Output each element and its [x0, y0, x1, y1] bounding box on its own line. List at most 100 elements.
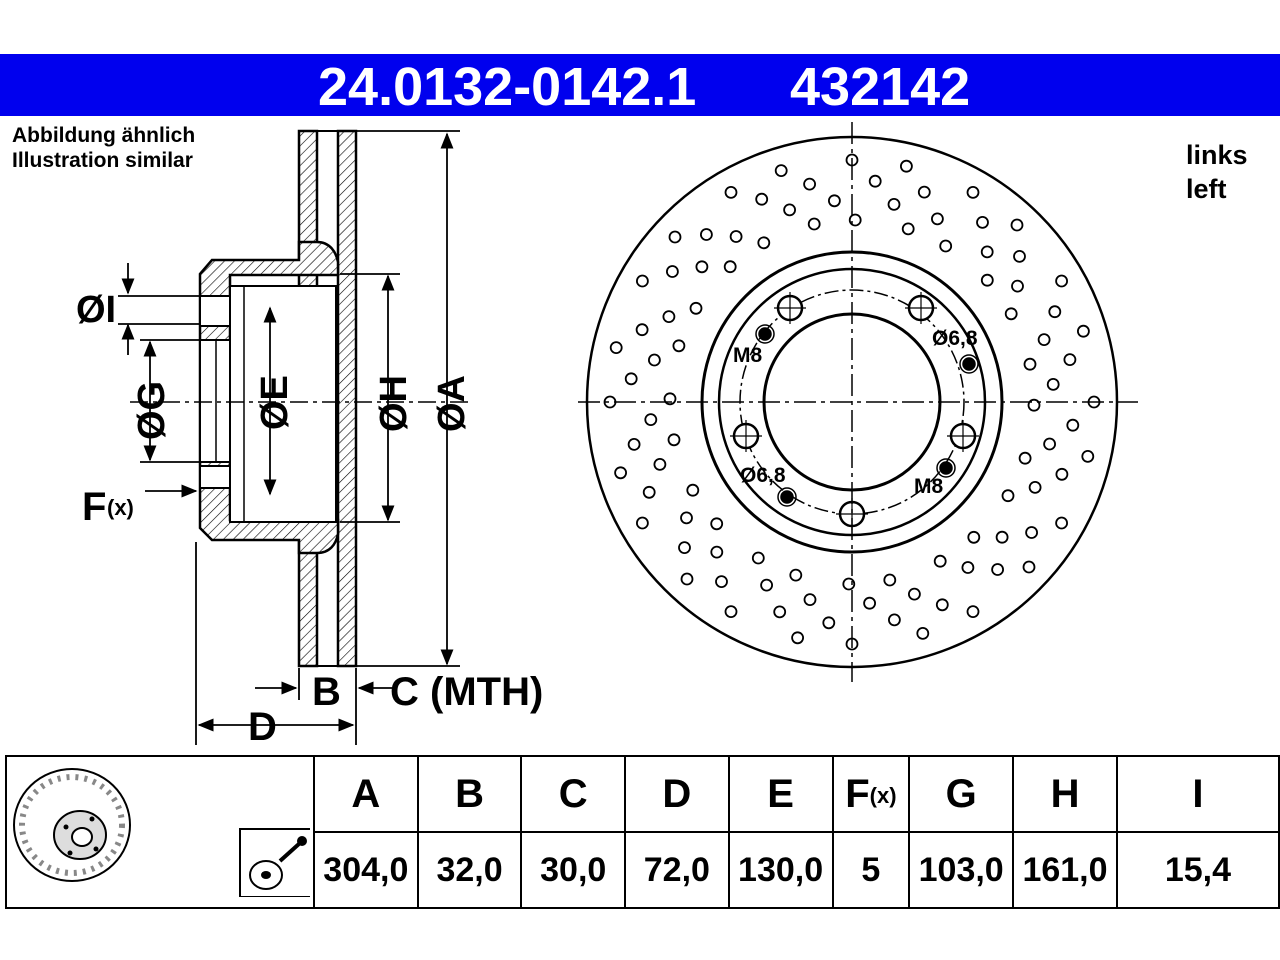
cross-drilled-hole: [1055, 274, 1068, 288]
illustration-note-de: Abbildung ähnlich: [12, 124, 196, 147]
col-header-g: G: [908, 755, 1015, 833]
spec-table-value-row: 304,0 32,0 30,0 72,0 130,0 5 103,0 161,0…: [6, 831, 1280, 909]
side-note-de: links: [1186, 140, 1248, 170]
cross-drilled-hole: [668, 230, 682, 244]
cross-drilled-hole: [653, 457, 667, 471]
cross-drilled-hole: [1066, 418, 1080, 432]
cross-drilled-hole: [935, 598, 949, 612]
dim-label-f: F: [82, 485, 106, 529]
cross-drilled-hole: [1018, 451, 1032, 465]
col-header-i: I: [1115, 755, 1280, 833]
dim-label-f-sub: (x): [107, 495, 134, 520]
spec-table: A B C D E F(x) G H I 304,0 32,0 30,0 72,…: [5, 755, 1280, 909]
cross-drilled-hole: [1046, 377, 1060, 391]
cross-drilled-hole: [1013, 249, 1026, 263]
cross-drilled-hole: [680, 572, 694, 586]
cross-drilled-hole: [883, 573, 897, 587]
value-d: 72,0: [624, 831, 730, 909]
value-c: 30,0: [520, 831, 627, 909]
cross-drilled-hole: [678, 541, 691, 554]
cross-drilled-hole: [803, 177, 816, 191]
disc-thumbnail-icon: [12, 768, 319, 898]
cross-drilled-hole: [791, 631, 804, 645]
cross-drilled-hole: [667, 433, 681, 447]
cross-drilled-hole: [967, 530, 981, 544]
cross-drilled-hole: [828, 194, 841, 208]
cross-drilled-hole: [686, 483, 700, 497]
dim-label-b: B: [312, 670, 341, 714]
dim-label-c: C (MTH): [390, 670, 543, 714]
cross-drilled-hole: [966, 605, 980, 618]
drill-holes: [603, 153, 1101, 651]
cross-drilled-hole: [803, 593, 817, 606]
dim-label-h: ØH: [373, 375, 415, 432]
col-header-f-sub: (x): [869, 782, 897, 808]
cross-drilled-hole: [724, 605, 738, 618]
cross-drilled-hole: [624, 372, 638, 386]
cross-drilled-hole: [751, 551, 765, 565]
illustration-note-en: Illustration similar: [12, 149, 193, 172]
value-h: 161,0: [1012, 831, 1118, 909]
cross-drilled-hole: [887, 197, 901, 211]
cross-drilled-hole: [636, 274, 649, 288]
value-i: 15,4: [1115, 831, 1280, 909]
col-header-d: D: [624, 755, 730, 833]
cross-drilled-hole: [863, 596, 876, 610]
side-note-en: left: [1186, 174, 1227, 204]
dim-label-g: ØG: [131, 381, 173, 440]
threaded-hole: [780, 490, 794, 504]
cross-drilled-hole: [966, 185, 980, 199]
cross-drilled-hole: [888, 613, 901, 627]
cross-drilled-hole: [609, 341, 623, 355]
disc-cross-section: [198, 129, 358, 668]
hole-label-d68-bottom: Ø6,8: [740, 464, 786, 487]
cross-drilled-hole: [1077, 324, 1090, 338]
cross-drilled-hole: [1037, 333, 1051, 347]
cross-drilled-hole: [807, 217, 821, 231]
cross-drilled-hole: [939, 239, 953, 253]
cross-drilled-hole: [710, 517, 724, 531]
cross-drilled-hole: [636, 516, 649, 530]
dim-label-d: D: [248, 705, 277, 749]
cross-drilled-hole: [644, 413, 658, 427]
cross-drilled-hole: [1055, 516, 1068, 530]
value-f: 5: [831, 831, 911, 909]
cross-drilled-hole: [723, 260, 737, 274]
cross-drilled-hole: [980, 245, 994, 259]
cross-drilled-hole: [700, 228, 713, 241]
reference-number: 432142: [790, 57, 971, 117]
threaded-hole: [962, 357, 976, 371]
cross-drilled-hole: [991, 563, 1004, 576]
cross-drilled-hole: [961, 561, 975, 574]
cross-drilled-hole: [648, 353, 661, 367]
cross-drilled-hole: [822, 616, 836, 630]
hole-label-m8-bottom: M8: [914, 475, 943, 498]
technical-drawing: ØI ØG ØE ØH ØA F (x) B C (MTH) D M8 Ø6,8…: [76, 122, 1138, 749]
cross-drilled-hole: [672, 339, 686, 353]
dimension-lines: [118, 130, 460, 745]
dim-label-a: ØA: [431, 375, 473, 432]
col-header-a: A: [312, 755, 419, 833]
dim-label-i: ØI: [76, 289, 116, 331]
part-number: 24.0132-0142.1: [318, 57, 697, 117]
bolt-holes: [730, 292, 979, 530]
cross-drilled-hole: [1043, 437, 1056, 451]
cross-drilled-hole: [976, 215, 989, 229]
cross-drilled-hole: [627, 437, 641, 451]
cross-drilled-hole: [1063, 353, 1077, 367]
col-header-c: C: [520, 755, 627, 833]
value-a: 304,0: [312, 831, 419, 909]
cross-drilled-hole: [868, 174, 882, 188]
cross-drilled-hole: [900, 159, 913, 173]
cross-drilled-hole: [916, 627, 930, 640]
cross-drilled-hole: [755, 192, 769, 206]
cross-drilled-hole: [1011, 279, 1024, 293]
cross-drilled-hole: [1022, 560, 1036, 574]
dim-label-e: ØE: [254, 375, 296, 430]
header-bar: 24.0132-0142.1 432142: [0, 54, 1280, 117]
product-thumbnail: [5, 755, 319, 909]
cross-drilled-hole: [680, 511, 693, 525]
value-e: 130,0: [727, 831, 834, 909]
cross-drilled-hole: [662, 310, 676, 324]
cross-drilled-hole: [1081, 449, 1095, 463]
